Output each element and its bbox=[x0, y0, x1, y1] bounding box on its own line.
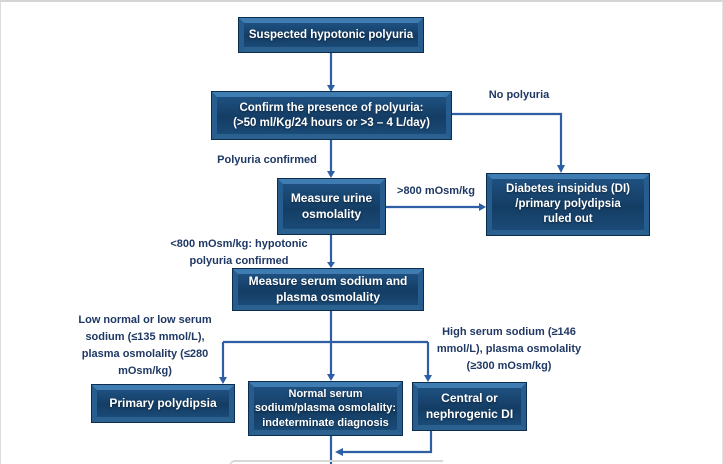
arrowhead bbox=[335, 448, 343, 456]
arrowhead bbox=[327, 171, 335, 178]
node-primary-polydipsia: Primary polydipsia bbox=[92, 385, 234, 422]
arrowhead bbox=[327, 262, 335, 268]
node-confirm-polyuria: Confirm the presence of polyuria: (>50 m… bbox=[212, 92, 451, 139]
edge-label-no-polyuria: No polyuria bbox=[488, 89, 550, 101]
cutoff-shape-bottom bbox=[229, 460, 443, 464]
edge-label-low-sodium: Low normal or low serum sodium (≤135 mmo… bbox=[78, 314, 212, 377]
arrowhead bbox=[479, 203, 486, 211]
node-measure-urine-osmolality: Measure urine osmolality bbox=[278, 179, 385, 234]
arrowhead bbox=[219, 377, 227, 384]
edge-no-polyuria bbox=[451, 112, 563, 166]
arrowhead bbox=[424, 375, 432, 382]
arrowhead bbox=[557, 165, 565, 173]
edge-central-merge bbox=[343, 430, 433, 454]
node-suspected-hypotonic-polyuria: Suspected hypotonic polyuria bbox=[239, 18, 423, 52]
node-di-ruled-out: Diabetes insipidus (DI) /primary polydip… bbox=[487, 174, 649, 235]
arrowhead bbox=[327, 85, 335, 92]
node-central-nephrogenic-di: Central or nephrogenic DI bbox=[413, 383, 526, 430]
node-measure-serum-sodium: Measure serum sodium and plasma osmolali… bbox=[233, 269, 423, 310]
edge-label-gt-800-mosm: >800 mOsm/kg bbox=[397, 185, 475, 197]
edge-label-lt-800-mosm: <800 mOsm/kg: hypotonic polyuria confirm… bbox=[170, 238, 308, 267]
edge-label-high-sodium: High serum sodium (≥146 mmol/L), plasma … bbox=[436, 326, 582, 372]
edge-label-polyuria-confirmed: Polyuria confirmed bbox=[217, 154, 317, 166]
arrowhead bbox=[327, 374, 335, 381]
node-indeterminate-diagnosis: Normal serum sodium/plasma osmolality: i… bbox=[249, 382, 402, 435]
